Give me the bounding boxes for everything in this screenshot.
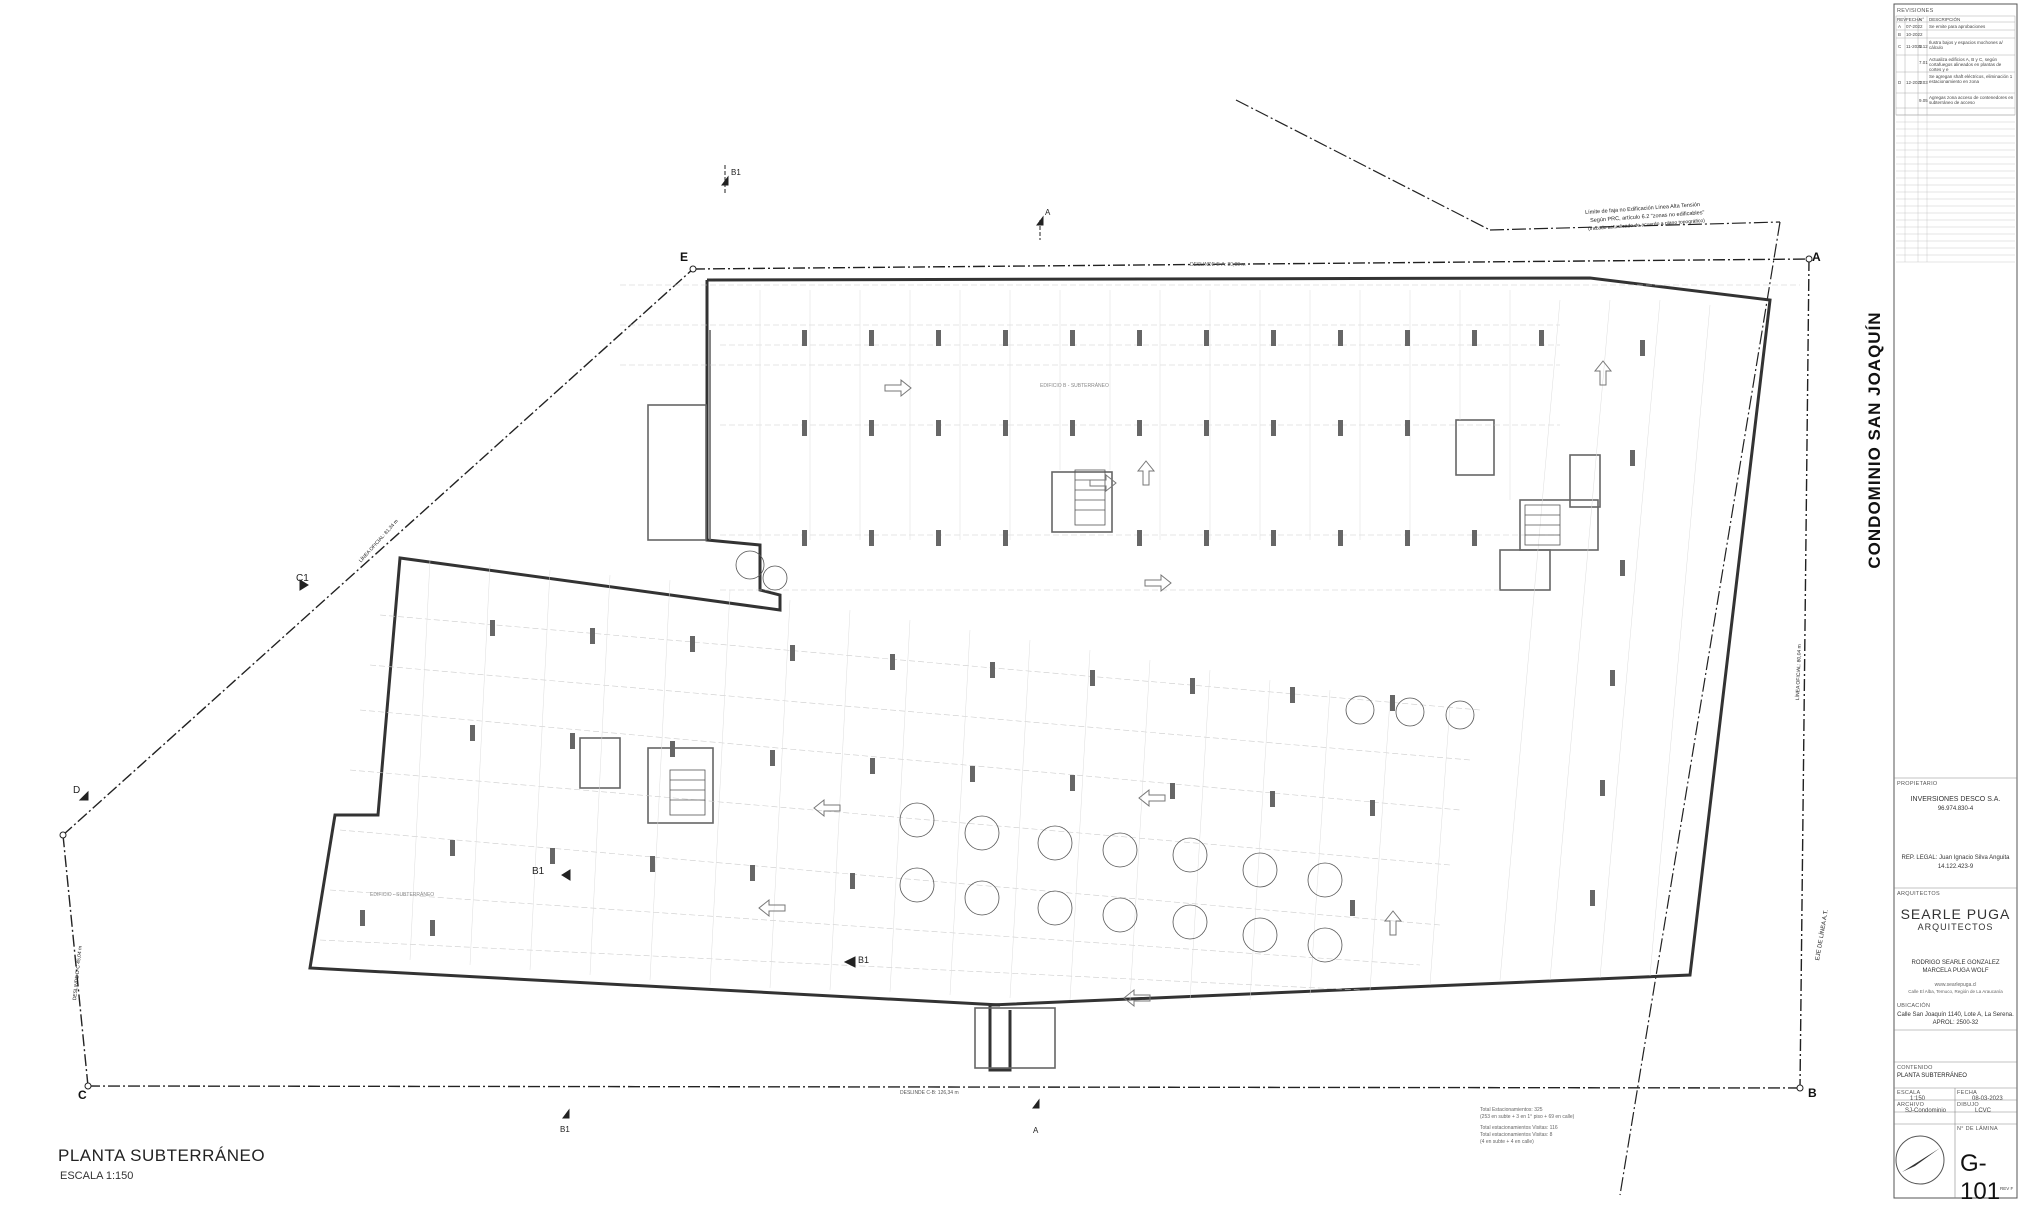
sheet-revision: REV F — [2000, 1186, 2014, 1191]
parking-stall-dividers — [409, 290, 1711, 1001]
content-label: CONTENIDO — [1897, 1065, 1933, 1071]
drawing-scale: ESCALA 1:150 — [60, 1170, 134, 1182]
north-arrow-icon — [1895, 1135, 1945, 1185]
grid-point-c-label: C — [78, 1088, 87, 1102]
section-mark-b1-bottom: B1 — [560, 1125, 570, 1134]
section-mark-d: D — [73, 785, 81, 796]
location-label: UBICACIÓN — [1897, 1003, 1931, 1009]
architect-1: RODRIGO SEARLE GONZALEZ — [1911, 960, 2000, 966]
firm-name: SEARLE PUGA — [1900, 906, 2011, 922]
grid-point-e-label: E — [680, 250, 689, 264]
scale-label: ESCALA — [1897, 1090, 1921, 1096]
rev-row-e-no: 7.03 — [1919, 80, 1928, 85]
section-mark-b1-mid: B1 — [858, 955, 870, 965]
rev-row-c-date: 11-2022 — [1906, 44, 1923, 49]
tree-icons — [735, 550, 1475, 963]
location-line-1: Calle San Joaquín 1140, Lote A, La Seren… — [1897, 1012, 2014, 1018]
dim-bottom: DESLINDE C-B: 126,34 m — [900, 1090, 959, 1096]
dim-top: DESLINDE E-A: 80,00 m — [1190, 262, 1246, 268]
rev-row-d-no: 7.01 — [1919, 60, 1928, 65]
title-block-frame — [1893, 3, 2018, 1199]
drawing-label: DIBUJO — [1957, 1102, 1979, 1108]
legal-rep: REP. LEGAL: Juan Ignacio Silva Anguita — [1901, 855, 2010, 861]
slab-outline — [308, 276, 1772, 1072]
slab-label-lower: EDIFICIO - SUBTERRÁNEO — [370, 892, 435, 898]
section-mark-b1-top: B1 — [731, 168, 741, 177]
rev-row-b-rev: B — [1898, 32, 1902, 37]
title-block-sections — [1894, 777, 2017, 1198]
firm-web-link[interactable]: www.searlepuga.cl — [1934, 982, 1977, 988]
rev-row-f-desc: Agregas zona acceso de contenedores en s… — [1929, 95, 2014, 105]
rev-row-c-no: 5.12 — [1919, 44, 1928, 49]
circulation-arrows — [758, 360, 1613, 1008]
rev-row-f-no: 9.05 — [1919, 98, 1928, 103]
drawing-value: LCVC — [1975, 1108, 1992, 1114]
rev-row-e-desc: Se agregan shaft eléctricos, eliminación… — [1929, 74, 2013, 84]
section-mark-b1-left: B1 — [532, 866, 545, 877]
rev-row-c-rev: C — [1898, 44, 1902, 49]
parking-count-5: (4 en subte + 4 en calle) — [1480, 1139, 1534, 1145]
architect-2: MARCELA PUGA WOLF — [1922, 968, 1989, 974]
rev-row-c-desc: Ilustra bajos y espacios mochones a/ cál… — [1929, 40, 2003, 50]
section-mark-c1: C1 — [296, 573, 309, 584]
content-value: PLANTA SUBTERRÁNEO — [1897, 1073, 1967, 1079]
scale-value: 1:150 — [1910, 1096, 1926, 1102]
parking-count-2: (253 en subte + 3 en 1° piso + 69 en cal… — [1480, 1114, 1575, 1120]
rev-header-desc: DESCRIPCIÓN — [1929, 17, 1961, 22]
interior-walls — [579, 330, 1601, 1069]
empty-revision-rows — [1896, 115, 2015, 263]
high-tension-setback — [1235, 99, 1781, 1196]
section-mark-a-bottom: A — [1033, 1126, 1039, 1135]
architects-label: ARQUITECTOS — [1897, 891, 1940, 897]
slab-label: EDIFICIO B - SUBTERRÁNEO — [1040, 383, 1109, 389]
parking-count-3: Total estacionamientos Visitas: 116 — [1480, 1125, 1558, 1131]
revisions-heading: REVISIONES — [1897, 8, 1934, 14]
firm-address: Calle El Alba, Temuco, Región de La Arau… — [1908, 989, 2003, 994]
grid-point-markers — [59, 255, 1813, 1092]
rev-row-a-rev: A — [1898, 24, 1902, 29]
section-mark-a-top: A — [1045, 208, 1051, 217]
grid-point-b-label: B — [1808, 1086, 1817, 1100]
revision-table — [1895, 15, 2016, 116]
rev-header-date: FECHA — [1906, 17, 1922, 22]
owner-rut: 96.974.830-4 — [1937, 806, 1974, 812]
drawing-title: PLANTA SUBTERRÁNEO — [58, 1146, 266, 1165]
file-value: SJ-Condominio — [1905, 1108, 1947, 1114]
firm-subtitle: ARQUITECTOS — [1917, 922, 1994, 932]
rev-row-d-date: 12-2022 — [1906, 80, 1923, 85]
parking-count-1: Total Estacionamientos: 325 — [1480, 1107, 1543, 1113]
rev-row-a-date: 07-2022 — [1906, 24, 1923, 29]
structural-columns — [360, 330, 1645, 936]
owner-label: PROPIETARIO — [1897, 781, 1938, 787]
date-value: 08-03-2023 — [1972, 1096, 2003, 1102]
date-label: FECHA — [1957, 1090, 1978, 1096]
rev-row-d-desc: Actualiza edificios A, B y C, según cort… — [1929, 57, 2002, 72]
rev-header-no: N° — [1919, 17, 1925, 22]
grid-point-a-label: A — [1812, 250, 1821, 264]
legal-rep-rut: 14.122.423-9 — [1937, 864, 1974, 870]
sheet-label: N° DE LÁMINA — [1957, 1126, 1998, 1132]
rev-row-d-rev: D — [1898, 80, 1902, 85]
project-title: CONDOMINIO SAN JOAQUÍN — [1865, 311, 1884, 569]
site-boundary — [62, 258, 1810, 1089]
sheet-number: G-101 — [1960, 1150, 2001, 1205]
rev-row-b-date: 10-2022 — [1906, 32, 1923, 37]
location-line-2: APROL: 2500-32 — [1932, 1020, 1979, 1026]
owner-name: INVERSIONES DESCO S.A. — [1910, 796, 2001, 803]
rev-row-a-desc: Se emite para aprobaciones — [1929, 24, 1986, 29]
parking-count-4: Total estacionamientos Visitas: 8 — [1480, 1132, 1553, 1138]
section-marker-icons — [78, 165, 1044, 1119]
rev-header-rev: REV — [1897, 17, 1907, 22]
file-label: ARCHIVO — [1897, 1102, 1925, 1108]
